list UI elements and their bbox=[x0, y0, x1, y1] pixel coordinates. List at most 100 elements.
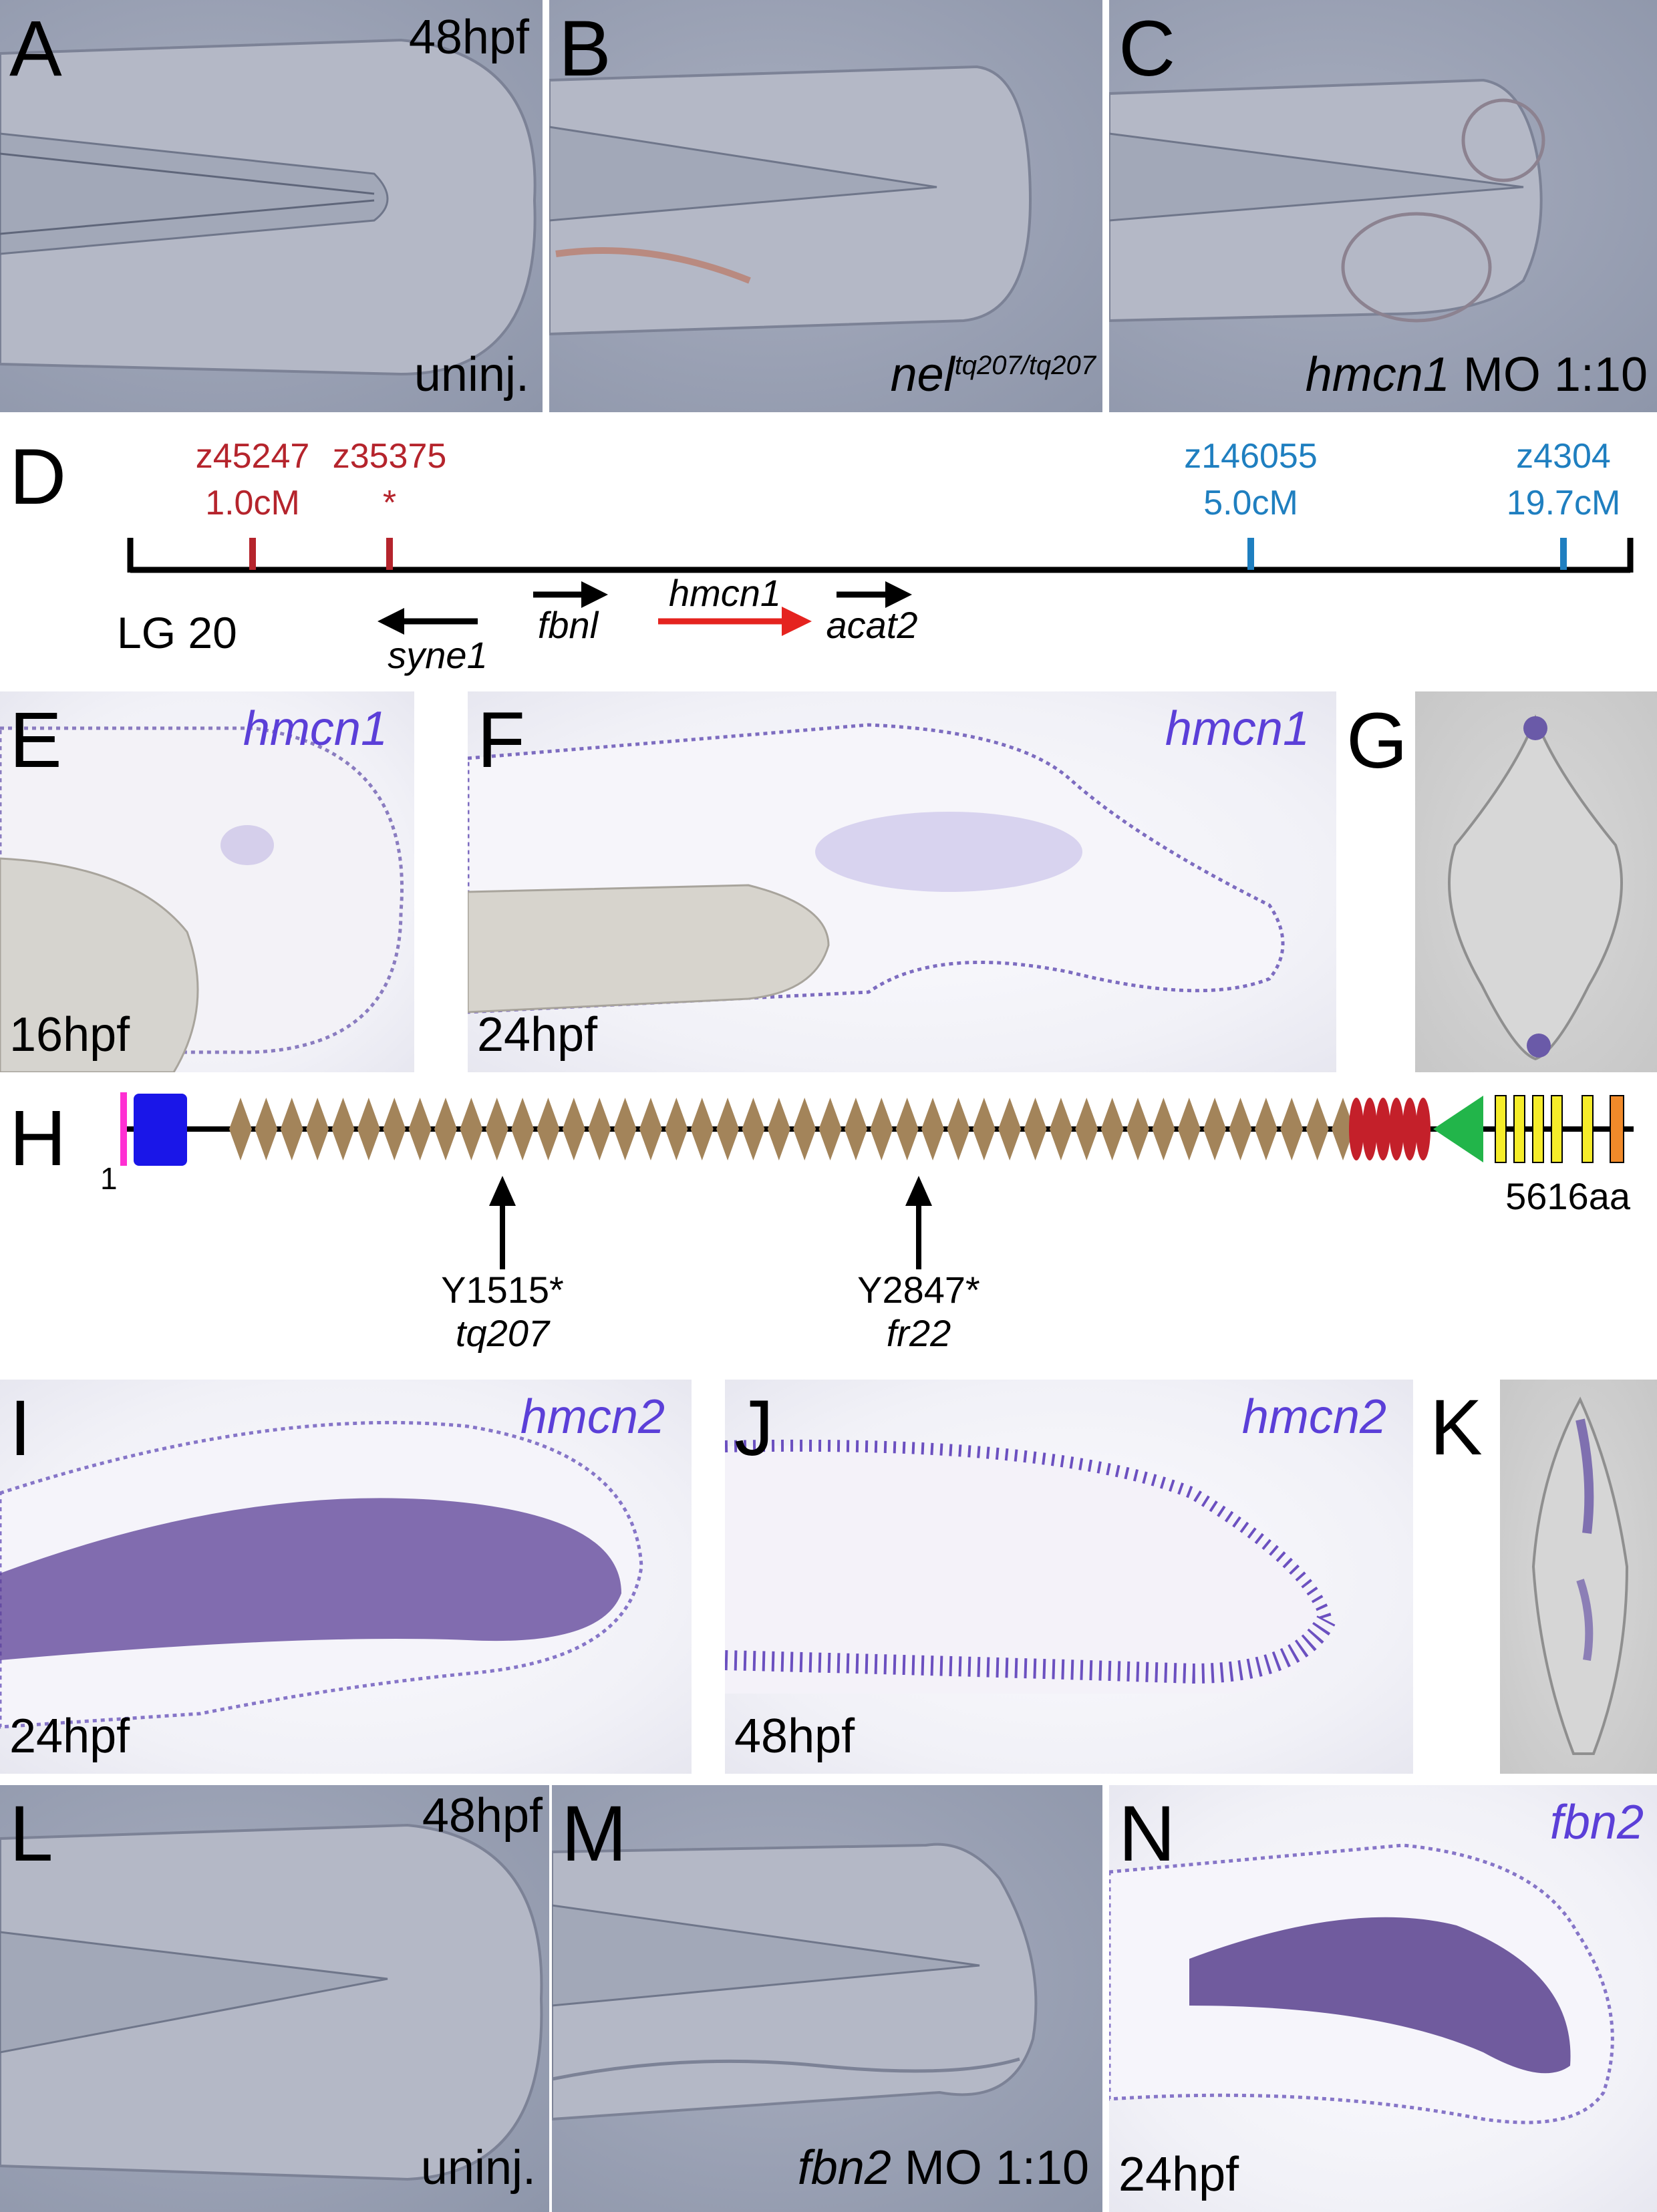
allele-name: fr22 bbox=[887, 1312, 951, 1353]
tail-fin-image bbox=[0, 1823, 543, 2181]
panel-letter: J bbox=[734, 1384, 774, 1472]
ig-domain bbox=[434, 1098, 457, 1160]
panel-k bbox=[1500, 1380, 1657, 1774]
ig-domain bbox=[1152, 1098, 1175, 1160]
ig-domain bbox=[716, 1098, 740, 1160]
stage-label: 24hpf bbox=[1118, 2148, 1239, 2201]
cross-section-image bbox=[1531, 1396, 1629, 1755]
panel-d: D z45247 1.0cM z35375 * z146055 5.0cM z4… bbox=[0, 418, 1657, 685]
ig-domain bbox=[742, 1098, 765, 1160]
ig-domain bbox=[562, 1098, 585, 1160]
panel-letter: M bbox=[561, 1790, 627, 1878]
panel-c: C hmcn1 MO 1:10 bbox=[1109, 0, 1657, 412]
ig-domain bbox=[1229, 1098, 1252, 1160]
tail-fin-image bbox=[549, 65, 1032, 336]
stage-label: 16hpf bbox=[9, 1008, 130, 1062]
vwa-domain bbox=[134, 1094, 187, 1166]
stage-label: 24hpf bbox=[9, 1710, 130, 1763]
stage-label: 48hpf bbox=[422, 1789, 543, 1843]
panel-letter: N bbox=[1118, 1790, 1176, 1878]
gene-label: hmcn1 bbox=[1165, 702, 1310, 756]
marker-name: z146055 bbox=[1184, 437, 1318, 476]
stage-label: 24hpf bbox=[477, 1008, 598, 1062]
panel-i: I hmcn2 24hpf bbox=[0, 1380, 692, 1774]
allele-superscript: tq207/tq207 bbox=[954, 351, 1096, 380]
panel-letter: G bbox=[1415, 701, 1416, 780]
gene-label: hmcn1 bbox=[243, 702, 388, 756]
marker-name: z35375 bbox=[333, 437, 447, 476]
panel-k-letter: K bbox=[1430, 1384, 1483, 1472]
ig-domain bbox=[511, 1098, 535, 1160]
ig-domain bbox=[844, 1098, 867, 1160]
tsp-domain bbox=[1551, 1095, 1563, 1163]
panel-h: H 1 5616aa Y1515* tq207 Y2847* fr22 bbox=[0, 1072, 1657, 1353]
ig-domain bbox=[229, 1098, 252, 1160]
panel-n: N fbn2 24hpf bbox=[1109, 1785, 1657, 2212]
embryo-image bbox=[1109, 1843, 1614, 2124]
egf-domain bbox=[1362, 1098, 1377, 1160]
ig-domain bbox=[1177, 1098, 1201, 1160]
g2f-domain bbox=[1433, 1096, 1483, 1162]
ig-domain bbox=[485, 1098, 508, 1160]
gene-label: fbn2 bbox=[1549, 1796, 1644, 1849]
ig-domain bbox=[1024, 1098, 1047, 1160]
gene-label: acat2 bbox=[826, 604, 918, 646]
panel-letter: C bbox=[1118, 5, 1176, 93]
ig-domain bbox=[1049, 1098, 1072, 1160]
mutant-label: neltq207/tq207 bbox=[891, 351, 1096, 399]
gene-arrow-fbnl: fbnl bbox=[533, 581, 608, 646]
mutation-site: Y2847* bbox=[857, 1269, 980, 1311]
ig-domain bbox=[870, 1098, 893, 1160]
ig-domain bbox=[665, 1098, 688, 1160]
tsp-domain bbox=[1532, 1095, 1544, 1163]
panel-letter: L bbox=[9, 1790, 53, 1878]
panel-g-letter: G bbox=[1346, 697, 1408, 785]
gene-label: hmcn2 bbox=[1241, 1390, 1386, 1444]
tsp-domain bbox=[1495, 1095, 1507, 1163]
egf-domain bbox=[1389, 1098, 1404, 1160]
ig-domain bbox=[613, 1098, 637, 1160]
ig-domain bbox=[357, 1098, 380, 1160]
panel-l: L 48hpf uninj. bbox=[0, 1785, 549, 2212]
mutation-arrow-tq207: Y1515* tq207 bbox=[441, 1176, 564, 1353]
fibulin-domain bbox=[1610, 1095, 1624, 1163]
panel-g: G bbox=[1415, 691, 1657, 1072]
ig-domain bbox=[460, 1098, 483, 1160]
condition-label: uninj. bbox=[414, 348, 529, 402]
gene-label: hmcn2 bbox=[520, 1390, 665, 1444]
protein-domain-diagram: 1 5616aa Y1515* tq207 Y2847* fr22 bbox=[100, 1092, 1634, 1353]
egf-domains bbox=[1349, 1098, 1430, 1160]
allele-name: tq207 bbox=[456, 1312, 551, 1353]
end-label: 5616aa bbox=[1505, 1175, 1631, 1217]
stage-label: 48hpf bbox=[408, 11, 529, 64]
ig-domain bbox=[921, 1098, 945, 1160]
tsp-domains bbox=[1495, 1095, 1594, 1163]
panel-letter: H bbox=[9, 1094, 67, 1182]
gene-name: nel bbox=[890, 348, 955, 402]
egf-domain bbox=[1376, 1098, 1390, 1160]
egf-domain bbox=[1349, 1098, 1364, 1160]
marker-name: z4304 bbox=[1516, 437, 1611, 476]
ig-domain bbox=[972, 1098, 996, 1160]
ig-domain bbox=[331, 1098, 355, 1160]
panel-f: F hmcn1 24hpf bbox=[468, 691, 1336, 1072]
ig-domain bbox=[1254, 1098, 1277, 1160]
ig-domain bbox=[793, 1098, 816, 1160]
panel-e: E hmcn1 16hpf bbox=[0, 691, 414, 1072]
panel-letter: I bbox=[9, 1384, 31, 1472]
panel-letter: B bbox=[559, 5, 611, 93]
ig-domain bbox=[1332, 1098, 1354, 1160]
morpholino-label: hmcn1 MO 1:10 bbox=[1306, 351, 1648, 399]
ig-domain bbox=[1203, 1098, 1227, 1160]
panel-letter: F bbox=[477, 696, 526, 784]
cross-section-image bbox=[1448, 714, 1623, 1061]
mutation-arrow-fr22: Y2847* fr22 bbox=[857, 1176, 980, 1353]
ig-domain bbox=[1100, 1098, 1124, 1160]
chromosome-label: LG 20 bbox=[117, 608, 237, 657]
panel-m: M fbn2 MO 1:10 bbox=[552, 1785, 1102, 2212]
marker-distance: 5.0cM bbox=[1203, 484, 1298, 522]
condition-label: MO 1:10 bbox=[904, 2141, 1089, 2195]
panel-letter: D bbox=[9, 433, 67, 521]
gene-arrow-acat2: acat2 bbox=[826, 581, 918, 646]
ig-domain bbox=[998, 1098, 1022, 1160]
